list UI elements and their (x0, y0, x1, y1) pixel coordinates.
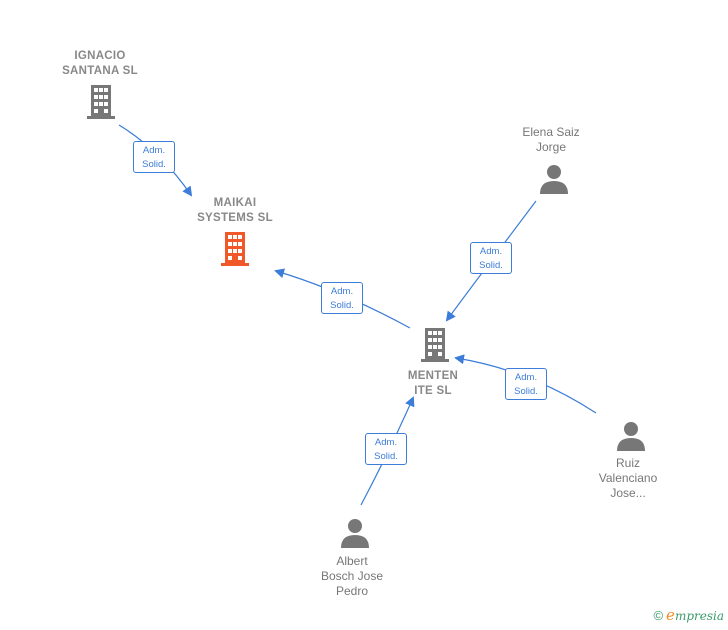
edge-badge-line1: Adm. (330, 286, 354, 297)
building-icon[interactable] (219, 232, 251, 266)
person-icon[interactable] (539, 164, 569, 194)
edge-badge-menten-maikai[interactable]: Adm. Solid. (321, 282, 363, 314)
node-label-albert[interactable]: Albert Bosch Jose Pedro (320, 554, 384, 598)
copyright-icon: © (653, 607, 664, 623)
edge-badge-ignacio-maikai[interactable]: Adm. Solid. (133, 141, 175, 173)
edge-badge-line1: Adm. (142, 145, 166, 156)
edge-badge-line2: Solid. (330, 300, 354, 311)
edge-badge-line1: Adm. (479, 246, 503, 257)
edge-badge-line2: Solid. (514, 386, 538, 397)
edge-badge-ruiz-menten[interactable]: Adm. Solid. (505, 368, 547, 400)
person-icon[interactable] (616, 421, 646, 451)
edge-badge-albert-menten[interactable]: Adm. Solid. (365, 433, 407, 465)
brand-logo-text: mpresia (674, 609, 724, 623)
brand-footer[interactable]: © empresia (653, 606, 724, 624)
edge-badge-line1: Adm. (514, 372, 538, 383)
node-label-ignacio[interactable]: IGNACIO SANTANA SL (62, 50, 138, 77)
brand-logo-initial: e (666, 606, 675, 624)
node-label-menten[interactable]: MENTEN ITE SL (407, 370, 459, 397)
node-label-maikai[interactable]: MAIKAI SYSTEMS SL (197, 197, 273, 224)
edge-badge-line1: Adm. (374, 437, 398, 448)
building-icon[interactable] (85, 85, 117, 119)
edge-badge-line2: Solid. (374, 451, 398, 462)
node-label-elena[interactable]: Elena Saiz Jorge (522, 125, 580, 154)
edge-badge-elena-menten[interactable]: Adm. Solid. (470, 242, 512, 274)
node-label-ruiz[interactable]: Ruiz Valenciano Jose... (598, 456, 658, 500)
building-icon[interactable] (419, 328, 451, 362)
edge-badge-line2: Solid. (479, 260, 503, 271)
edge-badge-line2: Solid. (142, 159, 166, 170)
person-icon[interactable] (340, 518, 370, 548)
